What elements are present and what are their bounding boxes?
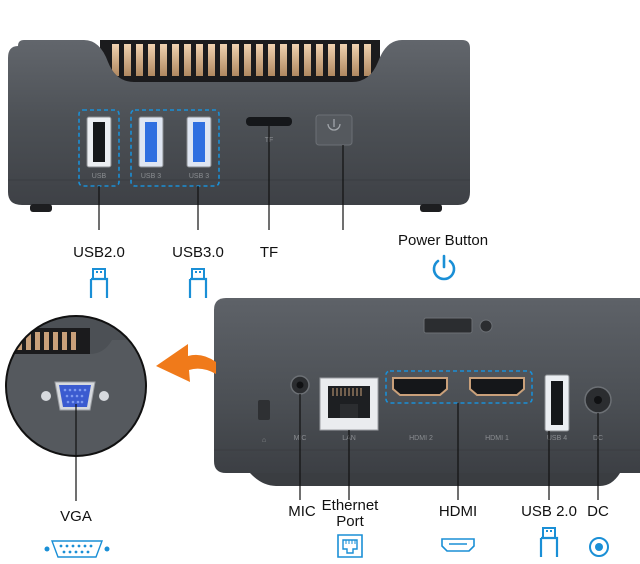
usb-icon [539, 527, 559, 557]
ethernet-port: LAN [319, 377, 379, 442]
bottom-callout-lines [299, 394, 599, 500]
vga-port [41, 381, 109, 411]
top-device: USB USB 3 USB 3 TF [8, 40, 470, 230]
top-chassis [8, 40, 470, 205]
dc-icon [589, 537, 609, 557]
label-power-button: Power Button [398, 232, 489, 249]
label-ethernet-line2: Port [336, 513, 364, 530]
top-vent [100, 40, 380, 82]
label-usb20-bottom: USB 2.0 [521, 503, 577, 520]
usb-icon [89, 268, 109, 298]
svg-text:USB 3: USB 3 [141, 173, 161, 180]
usb2-port-bottom: USB 4 [544, 374, 570, 442]
vga-icon [44, 540, 110, 558]
arrow-left-icon [156, 344, 216, 382]
svg-text:USB 3: USB 3 [189, 173, 209, 180]
bottom-device: ⌂ MIC LAN HDMI 2 HDMI 1 USB 4 DC [214, 298, 640, 500]
vga-inset [5, 315, 147, 457]
label-dc: DC [587, 503, 609, 520]
label-hdmi: HDMI [438, 503, 478, 520]
label-ethernet-line1: Ethernet [321, 497, 379, 514]
usb3-ports-top: USB 3 USB 3 [130, 109, 220, 187]
label-vga: VGA [60, 508, 92, 525]
label-tf-top: TF [259, 244, 279, 261]
svg-text:USB: USB [92, 173, 107, 180]
svg-text:USB 4: USB 4 [547, 435, 567, 442]
label-usb20-top: USB2.0 [73, 244, 125, 261]
label-usb30-top: USB3.0 [172, 244, 224, 261]
usb-icon [188, 268, 208, 298]
vga-callout-line [75, 455, 77, 501]
hdmi-icon [441, 538, 475, 552]
power-button-top [315, 114, 353, 146]
top-callout-lines [98, 126, 344, 230]
power-icon [432, 254, 456, 281]
label-mic: MIC [288, 503, 316, 520]
ethernet-icon [337, 534, 363, 558]
svg-text:⌂: ⌂ [262, 437, 266, 444]
hdmi-ports: HDMI 2 HDMI 1 [385, 370, 533, 442]
svg-text:HDMI 2: HDMI 2 [409, 435, 433, 442]
svg-text:HDMI 1: HDMI 1 [485, 435, 509, 442]
